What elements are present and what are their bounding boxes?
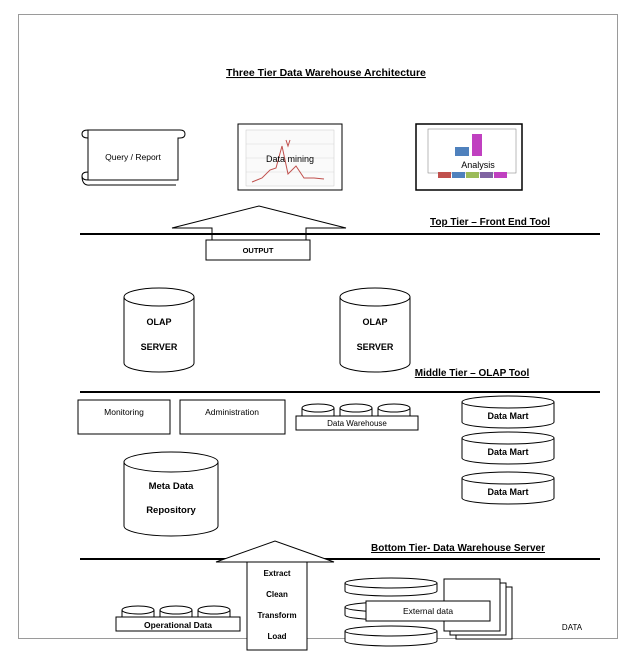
data-mart-cylinder-3 <box>461 471 555 505</box>
data-mart-1-label: Data Mart <box>487 411 528 421</box>
administration-box <box>179 399 286 435</box>
data-warehouse-label: Data Warehouse <box>327 419 387 428</box>
metadata-line1: Meta Data <box>149 481 195 492</box>
output-arrow <box>171 205 347 261</box>
operational-data-label: Operational Data <box>144 620 212 630</box>
olap-server-2-line1: OLAP <box>362 317 387 327</box>
olap-server-cylinder-2 <box>339 287 411 373</box>
etl-clean: Clean <box>266 590 288 599</box>
diagram-frame <box>18 14 618 639</box>
olap-server-2-line2: SERVER <box>357 342 394 352</box>
top-tier-label: Top Tier – Front End Tool <box>430 217 550 228</box>
etl-arrow <box>215 540 335 651</box>
data-mart-2-label: Data Mart <box>487 447 528 457</box>
external-data-label: External data <box>403 606 453 616</box>
administration-label: Administration <box>205 407 259 417</box>
etl-load: Load <box>267 632 286 641</box>
data-mining-label: Data mining <box>266 154 314 164</box>
operational-data-cylinders <box>115 605 241 632</box>
etl-transform: Transform <box>257 611 296 620</box>
metadata-repository-cylinder <box>123 451 219 537</box>
middle-tier-label: Middle Tier – OLAP Tool <box>415 368 530 379</box>
bottom-tier-label: Bottom Tier- Data Warehouse Server <box>371 543 545 554</box>
olap-server-cylinder-1 <box>123 287 195 373</box>
analysis-chart-icon <box>415 123 523 191</box>
data-warehouse-cylinders <box>295 403 419 431</box>
data-mart-cylinder-2 <box>461 431 555 465</box>
etl-extract: Extract <box>263 569 290 578</box>
monitoring-label: Monitoring <box>104 407 144 417</box>
data-mining-chart-icon <box>237 123 343 191</box>
diagram-title: Three Tier Data Warehouse Architecture <box>226 67 426 79</box>
olap-server-1-line2: SERVER <box>141 342 178 352</box>
data-mart-3-label: Data Mart <box>487 487 528 497</box>
output-label: OUTPUT <box>243 246 274 255</box>
metadata-line2: Repository <box>146 505 196 516</box>
query-report-label: Query / Report <box>105 152 161 162</box>
analysis-label: Analysis <box>461 160 495 170</box>
olap-server-1-line1: OLAP <box>146 317 171 327</box>
data-label: DATA <box>562 623 583 632</box>
monitoring-box <box>77 399 171 435</box>
query-report-scroll-icon <box>81 129 186 186</box>
external-data-box <box>365 600 491 622</box>
data-mart-cylinder-1 <box>461 395 555 429</box>
